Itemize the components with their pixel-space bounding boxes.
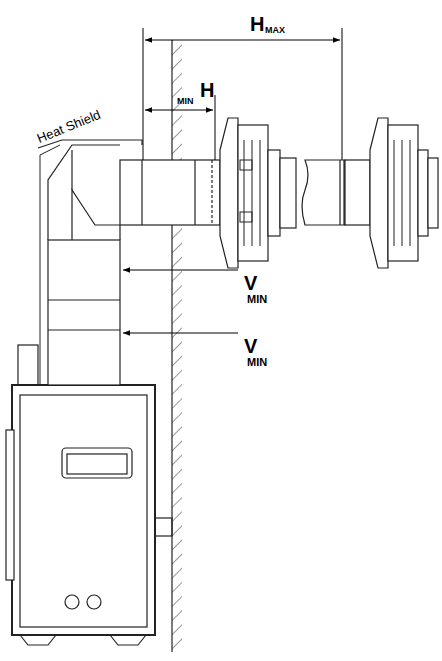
dimension-subscript: MIN: [247, 294, 267, 305]
dimension-subscript: MIN: [247, 357, 267, 368]
dimension-symbol: V: [244, 273, 257, 293]
dimension-subscript: MIN: [177, 97, 194, 106]
dimension-symbol: V: [244, 336, 257, 356]
dimension-symbol: H: [200, 80, 214, 100]
dimension-symbol: H: [250, 14, 264, 34]
dimension-subscript: MAX: [265, 26, 285, 35]
